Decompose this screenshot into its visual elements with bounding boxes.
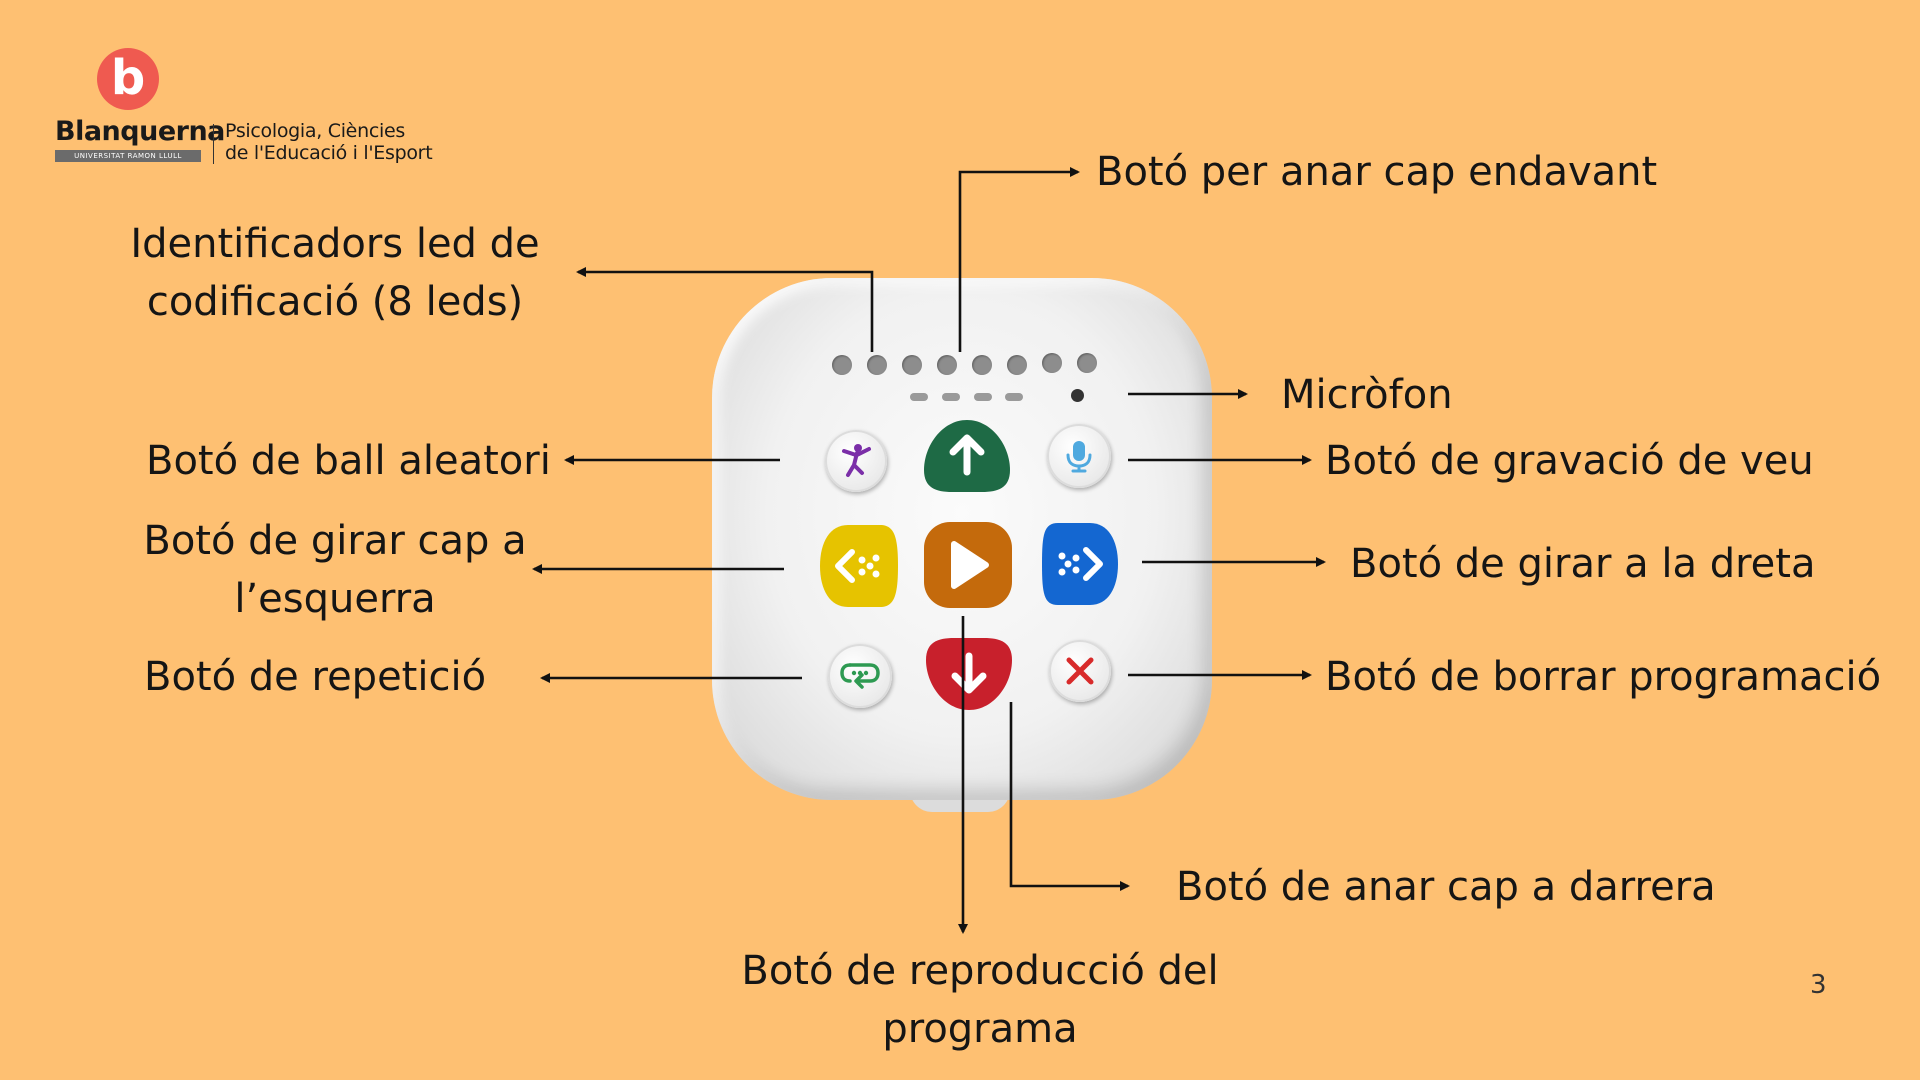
led-5 bbox=[972, 355, 992, 375]
label-turn-right: Botó de girar a la dreta bbox=[1350, 541, 1816, 587]
label-play-program-line2: programa bbox=[882, 1006, 1078, 1052]
led-8 bbox=[1077, 353, 1097, 373]
led-1 bbox=[832, 355, 852, 375]
speaker-slot bbox=[942, 393, 960, 401]
label-turn-left-line1: Botó de girar cap a bbox=[143, 518, 527, 564]
speaker-slot bbox=[1005, 393, 1023, 401]
backward-button[interactable] bbox=[924, 636, 1014, 712]
logo-mark: b bbox=[97, 48, 159, 110]
label-leds-line2: codificació (8 leds) bbox=[146, 279, 524, 325]
microphone-hole bbox=[1071, 389, 1084, 402]
label-random-dance: Botó de ball aleatori bbox=[146, 438, 551, 484]
turn-right-button-shape bbox=[1042, 523, 1118, 605]
play-program-button[interactable] bbox=[922, 520, 1014, 610]
logo-faculty-line1: Psicologia, Ciències bbox=[225, 120, 405, 142]
led-6 bbox=[1007, 355, 1027, 375]
clear-program-button[interactable] bbox=[1049, 640, 1111, 702]
repeat-icon bbox=[840, 663, 880, 689]
label-leds: Identificadors led de codificació (8 led… bbox=[120, 215, 550, 331]
label-turn-left: Botó de girar cap a l’esquerra bbox=[125, 512, 545, 628]
led-3 bbox=[902, 355, 922, 375]
logo-subname: UNIVERSITAT RAMON LLULL bbox=[55, 150, 201, 162]
label-forward: Botó per anar cap endavant bbox=[1096, 149, 1658, 195]
turn-right-icon bbox=[1058, 547, 1103, 581]
arrow-down-icon bbox=[951, 652, 987, 694]
microphone-icon bbox=[1066, 441, 1092, 473]
page-number: 3 bbox=[1810, 970, 1827, 1000]
label-repeat: Botó de repetició bbox=[144, 654, 487, 700]
turn-left-icon bbox=[835, 549, 880, 583]
label-play-program-line1: Botó de reproducció del bbox=[741, 948, 1219, 994]
play-button-shape bbox=[924, 522, 1012, 608]
logo-faculty: Psicologia, Ciències de l'Educació i l'E… bbox=[225, 120, 433, 164]
repeat-button[interactable] bbox=[828, 644, 892, 708]
university-logo: b Blanquerna UNIVERSITAT RAMON LLULL Psi… bbox=[55, 48, 455, 168]
backward-button-shape bbox=[926, 638, 1012, 710]
arrow-up-icon bbox=[949, 434, 985, 476]
close-icon bbox=[1066, 657, 1094, 685]
label-clear-program: Botó de borrar programació bbox=[1325, 654, 1882, 700]
dancer-icon bbox=[842, 444, 871, 477]
forward-button-shape bbox=[924, 420, 1010, 492]
turn-right-button[interactable] bbox=[1040, 520, 1120, 608]
speaker-slot bbox=[910, 393, 928, 401]
random-dance-button[interactable] bbox=[825, 430, 887, 492]
speaker-slot bbox=[974, 393, 992, 401]
label-backward: Botó de anar cap a darrera bbox=[1176, 864, 1716, 910]
label-voice-record: Botó de gravació de veu bbox=[1325, 438, 1814, 484]
led-4 bbox=[937, 355, 957, 375]
play-icon bbox=[951, 541, 989, 589]
turn-left-button[interactable] bbox=[818, 522, 900, 610]
label-microphone: Micròfon bbox=[1281, 372, 1453, 418]
voice-record-button[interactable] bbox=[1047, 424, 1111, 488]
led-2 bbox=[867, 355, 887, 375]
logo-name: Blanquerna bbox=[55, 116, 225, 147]
label-leds-line1: Identificadors led de bbox=[130, 221, 540, 267]
led-7 bbox=[1042, 353, 1062, 373]
label-play-program: Botó de reproducció del programa bbox=[720, 942, 1240, 1058]
logo-faculty-line2: de l'Educació i l'Esport bbox=[225, 142, 433, 164]
logo-divider bbox=[213, 124, 214, 164]
forward-button[interactable] bbox=[922, 418, 1012, 494]
turn-left-button-shape bbox=[820, 525, 898, 607]
label-turn-left-line2: l’esquerra bbox=[234, 576, 436, 622]
